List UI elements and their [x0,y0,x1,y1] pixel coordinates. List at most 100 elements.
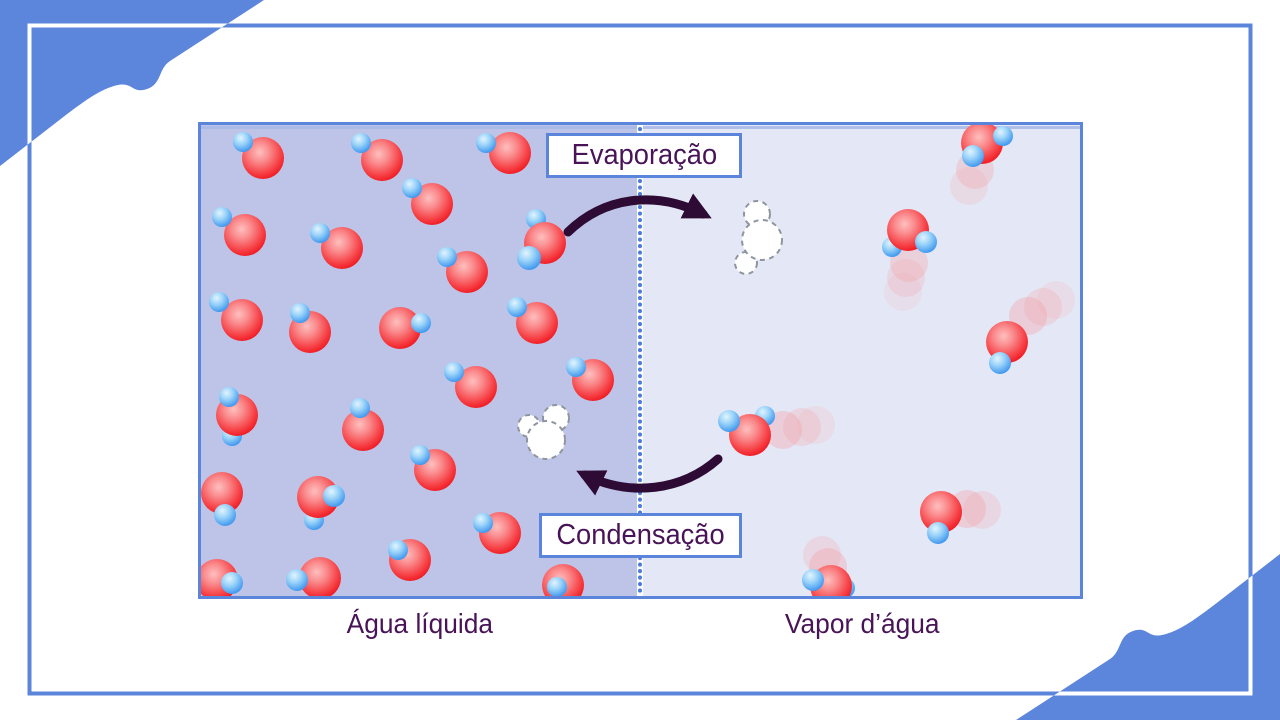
molecule-layer [201,125,1075,596]
water-molecule [437,247,488,293]
oxygen-atom [299,557,341,596]
hydrogen-atom [517,246,541,270]
oxygen-atom [729,414,771,456]
motion-trail-circle [887,259,925,297]
hydrogen-atom [350,398,370,418]
corner-shape-top-left [0,0,264,166]
hydrogen-atom [411,313,431,333]
oxygen-atom [986,321,1028,363]
liquid-water-label: Água líquida [346,608,494,639]
hydrogen-atom [915,231,937,253]
water-molecule [507,297,558,344]
oxygen-atom [321,227,363,269]
hydrogen-atom [388,540,408,560]
water-molecule [310,223,363,269]
water-molecule [402,178,453,225]
water-vapor-label: Vapor d’água [785,608,940,639]
hydrogen-atom [927,522,949,544]
hydrogen-atom [476,133,496,153]
hydrogen-atom [212,207,232,227]
water-molecule [342,398,384,451]
water-molecule [216,387,258,446]
hydrogen-atom [323,485,345,507]
condensation-label-box: Condensação [539,513,742,558]
water-molecule [802,536,855,596]
hydrogen-atom [547,577,567,596]
water-molecule [410,445,456,491]
hydrogen-atom [962,145,984,167]
hydrogen-atom [444,362,464,382]
motion-trail-circle [783,408,821,446]
oxygen-atom [920,491,962,533]
water-molecule [517,209,566,270]
oxygen-atom [242,137,284,179]
hydrogen-atom [410,445,430,465]
motion-trail-circle [803,536,841,574]
container-box-border [198,122,1083,599]
hydrogen-atom [209,292,229,312]
hydrogen-atom [507,297,527,317]
hydrogen-atom [802,569,824,591]
corner-shape-bottom-right [1016,554,1280,720]
water-molecule [201,472,243,526]
oxygen-atom [361,139,403,181]
oxygen-atom [489,132,531,174]
condensation-label: Condensação [556,519,725,551]
oxygen-atom [221,299,263,341]
water-molecule [209,292,263,341]
water-molecule [986,281,1075,374]
water-molecule [718,406,835,456]
frame-border [27,23,1253,696]
water-molecule [476,132,531,174]
hydrogen-atom [473,513,493,533]
condensation-arrow [576,454,723,496]
ghost-molecule-outline [734,200,783,275]
ghost-molecule-outline [517,404,570,460]
evaporation-arrow [563,193,712,237]
motion-trail-circle [963,491,1001,529]
motion-trail-circle [1037,281,1075,319]
water-molecule [297,476,345,530]
motion-trail-circle [797,406,835,444]
water-molecule [212,207,266,256]
water-molecule [233,132,284,179]
hydrogen-atom [214,504,236,526]
hydrogen-atom [402,178,422,198]
hydrogen-atom [718,410,740,432]
water-molecule [286,557,341,596]
water-molecule [920,490,1001,544]
water-molecule [882,209,937,311]
oxygen-atom [455,366,497,408]
hydrogen-atom [221,572,243,594]
hydrogen-atom [993,126,1013,146]
water-molecule [542,564,584,596]
hydrogen-atom [233,132,253,152]
water-molecule [444,362,497,408]
motion-trail-circle [950,167,988,205]
water-molecule [566,357,614,401]
hydrogen-atom [566,357,586,377]
evaporation-label: Evaporação [571,139,717,171]
oxygen-atom [446,251,488,293]
hydrogen-atom [989,352,1011,374]
water-molecule [351,133,403,181]
water-molecule [201,559,243,596]
hydrogen-atom [286,569,308,591]
motion-trail-circle [1024,288,1062,326]
oxygen-atom [516,302,558,344]
oxygen-atom [411,183,453,225]
hydrogen-atom [219,387,239,407]
motion-trail-circle [884,273,922,311]
oxygen-atom [224,214,266,256]
oxygen-atom [342,409,384,451]
water-molecule [388,539,431,581]
hydrogen-atom [310,223,330,243]
oxygen-atom [379,307,421,349]
water-molecule [379,307,431,349]
evaporation-label-box: Evaporação [546,133,742,178]
hydrogen-atom [351,133,371,153]
divider-strip [637,125,643,596]
oxygen-atom [201,472,243,514]
